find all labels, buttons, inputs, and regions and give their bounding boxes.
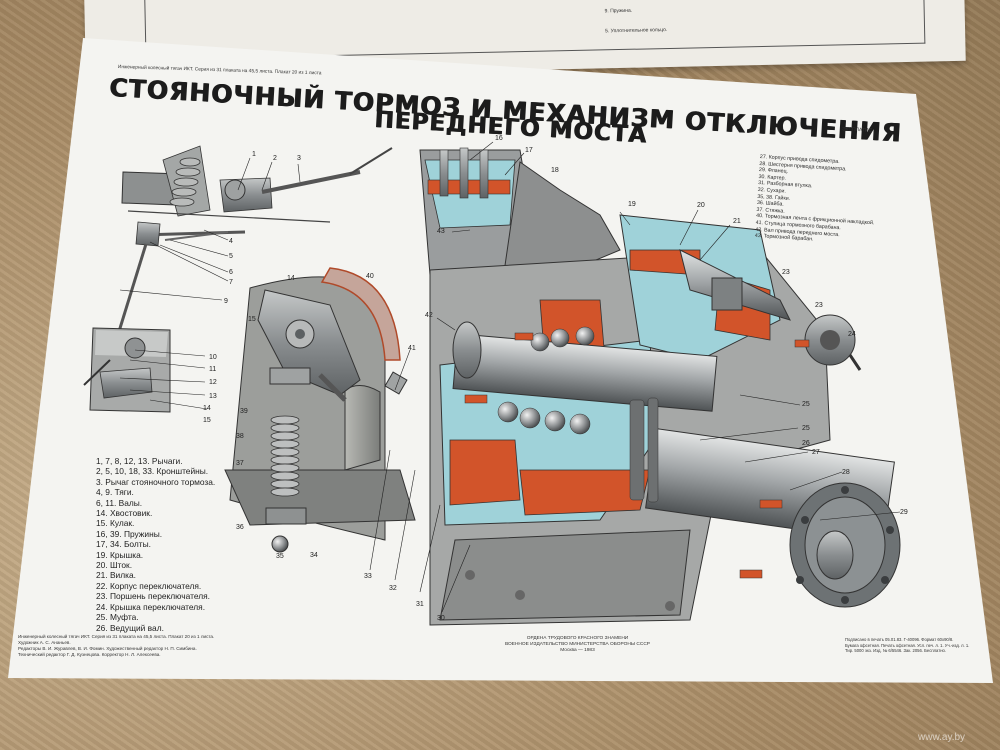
oil-seals <box>464 332 810 579</box>
svg-text:39: 39 <box>240 408 248 415</box>
svg-text:28: 28 <box>842 469 850 476</box>
svg-text:14: 14 <box>203 405 211 412</box>
legend-item: 21. Вилка. <box>96 570 136 581</box>
legend-item: 19. Крышка. <box>96 549 144 560</box>
footer-line: Технический редактор Г. Д. Кузнецова. Ко… <box>18 652 161 657</box>
legend-item: 6, 11. Валы. <box>96 497 143 508</box>
svg-text:40: 40 <box>366 273 374 280</box>
svg-text:5: 5 <box>229 253 233 260</box>
legend-item: 24. Крышка переключателя. <box>96 601 206 612</box>
svg-text:7: 7 <box>229 279 233 286</box>
legend-item: 1, 7, 8, 12, 13. Рычаги. <box>96 456 183 466</box>
legend-item: 26. Ведущий вал. <box>96 622 164 633</box>
legend-item: 2, 5, 10, 18, 33. Кронштейны. <box>96 466 209 477</box>
svg-text:12: 12 <box>209 379 217 386</box>
svg-text:38: 38 <box>236 433 244 440</box>
svg-text:11: 11 <box>209 366 216 373</box>
svg-text:29: 29 <box>900 509 908 516</box>
callout-leaders <box>119 141 901 613</box>
svg-text:26: 26 <box>802 440 810 447</box>
linkage-inset-diagram <box>83 327 171 413</box>
footer-line: ОРДЕНА ТРУДОВОГО КРАСНОГО ЗНАМЕНИ <box>526 636 629 641</box>
svg-text:37: 37 <box>236 460 244 467</box>
svg-text:20: 20 <box>697 202 705 209</box>
legend-item: 15. Кулак. <box>96 518 135 529</box>
svg-text:30: 30 <box>437 615 445 622</box>
footer-publisher: ОРДЕНА ТРУДОВОГО КРАСНОГО ЗНАМЕНИ ВОЕННО… <box>505 636 650 654</box>
legend-item: 20. Шток. <box>96 560 133 571</box>
legend-item: 16, 39. Пружины. <box>96 528 163 539</box>
svg-text:42: 42 <box>425 312 433 319</box>
svg-text:25: 25 <box>802 425 810 432</box>
footer-line: Редакторы В. И. Журавлев, В. И. Фомин. Х… <box>18 646 197 651</box>
footer-line: Инженерный колесный тягач ИКТ. Серия из … <box>18 634 215 639</box>
legend-item: 4, 9. Тяги. <box>96 487 134 498</box>
svg-text:10: 10 <box>209 354 217 361</box>
brake-caliper-assembly <box>257 289 408 553</box>
svg-text:32: 32 <box>389 585 397 592</box>
svg-text:15: 15 <box>248 316 256 323</box>
legend-item: 25. Муфта. <box>96 612 139 623</box>
svg-text:34: 34 <box>310 552 318 559</box>
footer-line: ВОЕННОЕ ИЗДАТЕЛЬСТВО МИНИСТЕРСТВА ОБОРОН… <box>505 642 650 647</box>
footer-left: Инженерный колесный тягач ИКТ. Серия из … <box>18 634 214 658</box>
footer-right: Подписано в печать 05.01.83. Г-40096. Фо… <box>845 637 969 654</box>
footer-line: Бумага офсетная. Печать офсетная. Усл. п… <box>845 642 970 648</box>
footer-line: Подписано в печать 05.01.83. Г-40096. Фо… <box>845 637 954 642</box>
svg-text:15: 15 <box>203 417 211 424</box>
brake-drum <box>224 267 416 541</box>
footer-line: Художник А. С. Ананьев. <box>18 640 71 645</box>
legend-item: 17, 34. Болты. <box>96 539 151 550</box>
watermark-text: www.ay.by <box>918 732 966 743</box>
parts-legend-left: 1, 7, 8, 12, 13. Рычаги. 2, 5, 10, 18, 3… <box>96 456 215 633</box>
svg-text:3: 3 <box>297 155 301 162</box>
svg-text:23: 23 <box>782 269 790 276</box>
svg-text:23: 23 <box>815 302 823 309</box>
footer-line: Тир. 5000 экз. Изд. № 6/5546. Зак. 2056.… <box>845 648 947 654</box>
output-flange <box>789 482 901 608</box>
svg-text:24: 24 <box>848 331 856 338</box>
svg-text:1: 1 <box>252 151 256 158</box>
svg-text:43: 43 <box>437 228 445 235</box>
svg-text:33: 33 <box>364 573 372 580</box>
svg-text:6: 6 <box>229 269 233 276</box>
svg-text:31: 31 <box>416 601 424 608</box>
svg-text:21: 21 <box>733 218 741 225</box>
svg-text:4: 4 <box>229 238 233 245</box>
legend-item: 22. Корпус переключателя. <box>96 580 202 591</box>
legend-item: 23. Поршень переключателя. <box>96 591 210 602</box>
footer-line: Москва — 1983 <box>560 648 595 653</box>
lever-linkage-diagram <box>102 145 393 381</box>
legend-item: 14. Хвостовик. <box>96 508 153 519</box>
svg-text:18: 18 <box>551 167 559 174</box>
svg-text:27: 27 <box>812 449 820 456</box>
svg-text:14: 14 <box>287 275 295 282</box>
svg-text:2: 2 <box>273 155 277 162</box>
svg-text:13: 13 <box>209 393 217 400</box>
svg-text:19: 19 <box>628 201 636 208</box>
svg-text:25: 25 <box>802 401 810 408</box>
svg-text:16: 16 <box>495 135 503 142</box>
parts-legend-right: 27. Корпус привода спидометра. 28. Шесте… <box>755 154 879 247</box>
svg-text:36: 36 <box>236 524 244 531</box>
svg-text:35: 35 <box>276 553 284 560</box>
svg-text:9: 9 <box>224 298 228 305</box>
legend-item: 3. Рычаг стояночного тормоза. <box>96 476 216 487</box>
svg-text:41: 41 <box>408 345 416 352</box>
svg-text:17: 17 <box>525 147 533 154</box>
